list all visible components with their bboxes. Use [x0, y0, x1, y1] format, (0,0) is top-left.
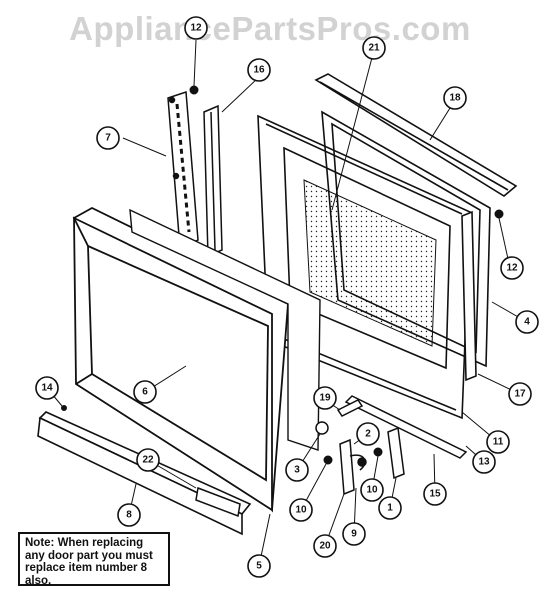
part-10-nut-left	[323, 455, 333, 465]
callout-circle	[247, 554, 271, 578]
part-20-handle-bracket	[339, 438, 367, 496]
callout-c1: 1	[378, 496, 402, 520]
callout-circle	[423, 482, 447, 506]
callout-number: 12	[190, 23, 202, 34]
callout-circle	[342, 522, 366, 546]
callout-circle	[313, 386, 337, 410]
callout-circle	[133, 380, 157, 404]
callout-number: 8	[126, 510, 132, 521]
callout-number: 10	[295, 505, 307, 516]
callout-circle	[362, 36, 386, 60]
callout-c19: 19	[313, 386, 337, 410]
callout-number: 7	[105, 133, 111, 144]
callout-c2: 2	[356, 422, 380, 446]
callout-c9: 9	[342, 522, 366, 546]
part-18-top-trim	[314, 73, 518, 197]
replacement-note: Note: When replacing any door part you m…	[18, 532, 170, 587]
callout-c12b: 12	[184, 16, 208, 40]
part-12-screw-right	[494, 209, 504, 219]
part-17-side-trim	[461, 210, 477, 382]
callout-circle	[515, 310, 539, 334]
callout-c12a: 12	[500, 256, 524, 280]
part-15-bottom-strip	[344, 395, 468, 459]
callout-circle	[486, 430, 510, 454]
callout-circle	[247, 58, 271, 82]
callout-circle	[508, 382, 532, 406]
part-10-nut-right	[373, 447, 383, 457]
callout-number: 5	[256, 561, 262, 572]
part-19-pin	[336, 399, 364, 417]
callout-number: 6	[142, 387, 148, 398]
part-12-screw-top	[189, 85, 199, 95]
callout-c4: 4	[515, 310, 539, 334]
part-3-bushing	[315, 421, 329, 435]
callout-circle	[500, 256, 524, 280]
part-14-screw	[61, 405, 67, 411]
leader-lines	[46, 39, 528, 567]
callout-circle	[313, 534, 337, 558]
callout-number: 22	[142, 455, 154, 466]
callout-number: 20	[319, 541, 331, 552]
callout-circle	[285, 458, 309, 482]
callout-c10a: 10	[289, 498, 313, 522]
callout-circle	[378, 496, 402, 520]
callout-c13: 13	[472, 450, 496, 474]
callout-circle	[96, 126, 120, 150]
callout-c15: 15	[423, 482, 447, 506]
callout-number: 2	[365, 429, 371, 440]
callout-c11: 11	[486, 430, 510, 454]
callout-circle	[184, 16, 208, 40]
callout-circle	[360, 478, 384, 502]
callout-number: 15	[429, 489, 441, 500]
callout-number: 16	[253, 65, 265, 76]
callout-c20: 20	[313, 534, 337, 558]
callout-circle	[117, 503, 141, 527]
callout-circle	[443, 86, 467, 110]
callout-c5: 5	[247, 554, 271, 578]
part-1-bracket	[387, 426, 405, 480]
callout-c7: 7	[96, 126, 120, 150]
callout-circle	[35, 376, 59, 400]
callout-c17: 17	[508, 382, 532, 406]
callout-number: 4	[524, 317, 530, 328]
watermark: AppliancePartsPros.com	[69, 10, 471, 47]
callout-number: 9	[351, 529, 357, 540]
callout-number: 3	[294, 465, 300, 476]
callout-c16: 16	[247, 58, 271, 82]
callout-c3: 3	[285, 458, 309, 482]
callout-number: 17	[514, 389, 526, 400]
part-7-hinge-strip	[167, 90, 199, 250]
callout-c6: 6	[133, 380, 157, 404]
callout-number: 21	[368, 43, 380, 54]
callout-number: 11	[493, 437, 504, 448]
callout-circle	[472, 450, 496, 474]
callout-number: 18	[449, 93, 461, 104]
callout-c22: 22	[136, 448, 160, 472]
callout-number: 13	[478, 457, 490, 468]
callout-c14: 14	[35, 376, 59, 400]
callout-c21: 21	[362, 36, 386, 60]
part-16-vertical-strip	[203, 104, 223, 258]
callout-number: 19	[319, 393, 331, 404]
part-6-outer-door-panel	[72, 206, 289, 513]
callout-circle	[289, 498, 313, 522]
callout-number: 10	[366, 485, 378, 496]
callout-c18: 18	[443, 86, 467, 110]
callout-number: 14	[41, 383, 53, 394]
callout-c8: 8	[117, 503, 141, 527]
callout-number: 1	[387, 503, 393, 514]
callout-circle	[136, 448, 160, 472]
insulation-sheet	[129, 208, 321, 451]
callout-circle	[356, 422, 380, 446]
callout-number: 12	[506, 263, 518, 274]
callout-c10b: 10	[360, 478, 384, 502]
part-22-bracket	[195, 486, 241, 518]
